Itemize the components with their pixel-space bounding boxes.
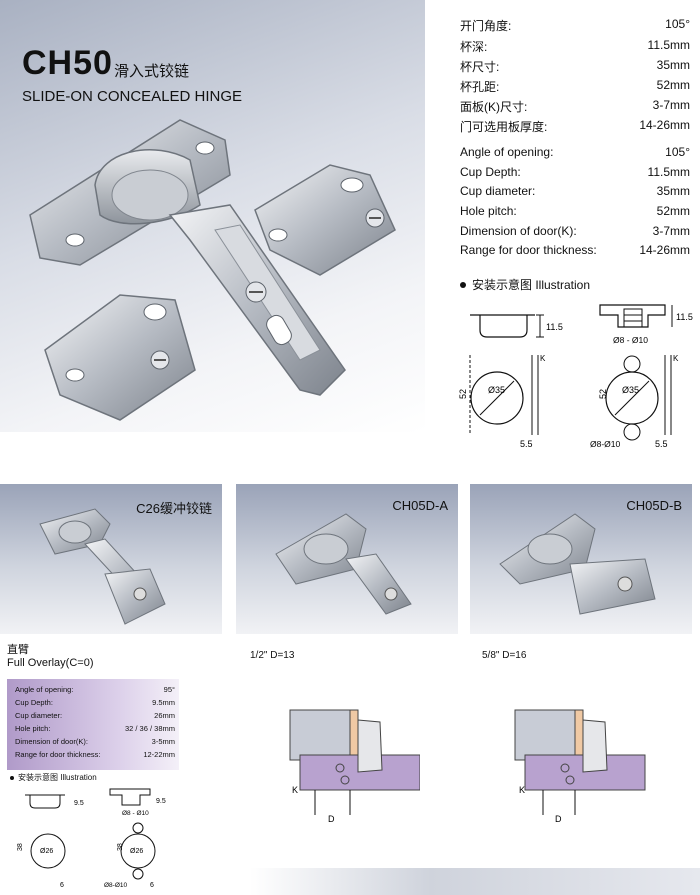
small-spec-box: Angle of opening:95° Cup Depth:9.5mm Cup… bbox=[7, 679, 179, 770]
panel-title: CH05D-B bbox=[626, 498, 682, 513]
small-depth-label-b: 9.5 bbox=[156, 798, 166, 805]
small-cup-label-b: Ø26 bbox=[130, 848, 143, 855]
small-illustration-diagram: 9.5 9.5 Ø8 - Ø10 Ø26 38 6 Ø26 38 Ø8-Ø10 … bbox=[17, 788, 166, 889]
hinge-image bbox=[39, 508, 166, 625]
illustration-diagram: 11.5 11.5 Ø8 - Ø10 Ø35 52 K 5.5 Ø35 52 K… bbox=[458, 304, 693, 449]
hole-range-b-label: Ø8-Ø10 bbox=[590, 439, 621, 449]
straight-arm-cn: 直臂 bbox=[7, 644, 29, 656]
small-spec-row: Dimension of door(K):3-5mm bbox=[15, 737, 175, 746]
small-hole-range-b-label: Ø8-Ø10 bbox=[104, 882, 128, 889]
d-label: D bbox=[328, 814, 335, 824]
k-label-b: K bbox=[519, 785, 525, 795]
spec-row-en: Cup diameter:35mm bbox=[460, 184, 690, 198]
small-spec-row: Angle of opening:95° bbox=[15, 685, 175, 694]
cup-label: Ø35 bbox=[488, 385, 505, 395]
small-spec-row: Cup diameter:26mm bbox=[15, 711, 175, 720]
hole-range-label: Ø8 - Ø10 bbox=[613, 335, 648, 345]
pitch-label-b: 52 bbox=[598, 389, 608, 399]
spec-row-en: Range for door thickness:14-26mm bbox=[460, 243, 690, 257]
offset-label-b: 5.5 bbox=[655, 439, 668, 449]
d-label-b: D bbox=[555, 814, 562, 824]
spec-row-en: Hole pitch:52mm bbox=[460, 204, 690, 218]
small-hole-range-label: Ø8 - Ø10 bbox=[122, 810, 149, 817]
k-label: K bbox=[540, 354, 546, 363]
product-model: CH50 bbox=[22, 44, 113, 82]
spec-row-cn: 开门角度:105° bbox=[460, 17, 690, 33]
cup-label-b: Ø35 bbox=[622, 385, 639, 395]
product-panel-ch05d-b: CH05D-B bbox=[470, 484, 692, 634]
spec-row-en: Angle of opening:105° bbox=[460, 145, 690, 159]
pitch-label: 52 bbox=[458, 389, 468, 399]
product-panel-ch05d-a: CH05D-A bbox=[236, 484, 458, 634]
small-pitch-label: 38 bbox=[17, 843, 24, 851]
small-cup-label: Ø26 bbox=[40, 848, 53, 855]
product-panel-c26: C26缓冲铰链 bbox=[0, 484, 222, 634]
small-spec-row: Hole pitch:32 / 36 / 38mm bbox=[15, 724, 175, 733]
illustration-heading: 安装示意图 Illustration bbox=[460, 276, 590, 293]
overlay-five-eighths: 5/8" D=16 bbox=[482, 650, 527, 661]
small-spec-row: Cup Depth:9.5mm bbox=[15, 698, 175, 707]
spec-row-cn: 杯孔距:52mm bbox=[460, 78, 690, 94]
k-label-b: K bbox=[673, 354, 679, 363]
mount-diagram-five-eighths: K D bbox=[514, 709, 646, 824]
straight-arm-en: Full Overlay(C=0) bbox=[7, 657, 94, 669]
depth-label: 11.5 bbox=[546, 322, 563, 332]
bullet-icon bbox=[10, 775, 14, 780]
spec-row-cn: 门可选用板厚度:14-26mm bbox=[460, 118, 690, 134]
depth-label-b: 11.5 bbox=[676, 312, 693, 322]
spec-row-en: Dimension of door(K):3-7mm bbox=[460, 224, 690, 238]
hinge-image bbox=[275, 513, 412, 615]
small-pitch-label-b: 38 bbox=[117, 843, 124, 851]
small-spec-row: Range for door thickness:12-22mm bbox=[15, 750, 175, 759]
k-label: K bbox=[292, 785, 298, 795]
spec-row-cn: 杯深:11.5mm bbox=[460, 38, 690, 54]
small-offset-label-b: 6 bbox=[150, 882, 154, 889]
panel-title: CH05D-A bbox=[392, 498, 448, 513]
small-depth-label: 9.5 bbox=[74, 800, 84, 807]
small-offset-label: 6 bbox=[60, 882, 64, 889]
bullet-icon bbox=[460, 281, 466, 288]
hero-hinge-image bbox=[29, 119, 396, 421]
offset-label: 5.5 bbox=[520, 439, 533, 449]
panel-title: C26缓冲铰链 bbox=[136, 501, 212, 516]
spec-row-en: Cup Depth:11.5mm bbox=[460, 165, 690, 179]
hero-panel: CH50 滑入式铰链 SLIDE-ON CONCEALED HINGE bbox=[0, 0, 425, 432]
spec-row-cn: 面板(K)尺寸:3-7mm bbox=[460, 98, 690, 114]
small-illustration-heading: 安装示意图 Illustration bbox=[10, 772, 97, 783]
footer-band bbox=[250, 868, 700, 895]
product-name-cn: 滑入式铰链 bbox=[114, 63, 190, 80]
product-name-en: SLIDE-ON CONCEALED HINGE bbox=[22, 88, 243, 105]
mount-diagram-half: K D bbox=[289, 709, 420, 824]
overlay-half: 1/2" D=13 bbox=[250, 650, 295, 661]
spec-row-cn: 杯尺寸:35mm bbox=[460, 58, 690, 74]
hinge-image bbox=[499, 513, 656, 615]
